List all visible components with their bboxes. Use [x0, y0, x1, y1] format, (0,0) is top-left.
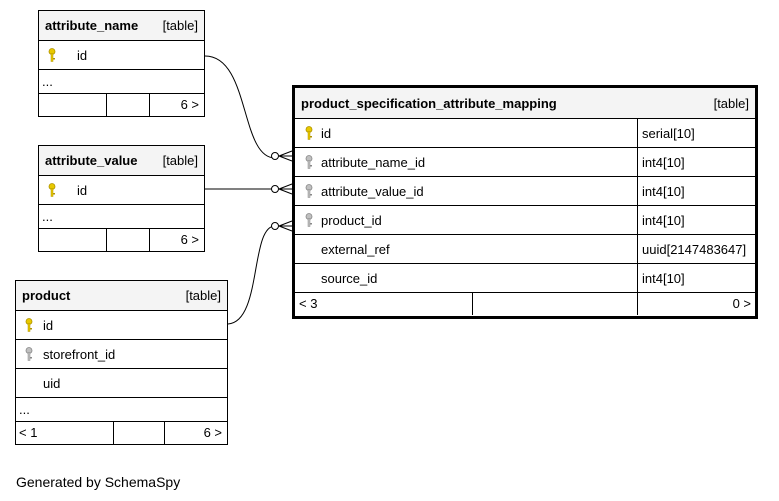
children-count[interactable]: 6 > — [180, 97, 199, 112]
primary-key-icon — [305, 126, 313, 140]
column-name: storefront_id — [43, 347, 116, 362]
table-type-tag: [table] — [162, 18, 198, 33]
column-name: product_id — [321, 213, 382, 228]
relationship-product — [227, 225, 276, 325]
column-row[interactable]: external_ref uuid[2147483647] — [295, 235, 755, 264]
column-type: int4[10] — [637, 264, 685, 292]
column-row[interactable]: id — [39, 41, 204, 70]
column-row[interactable]: source_id int4[10] — [295, 264, 755, 293]
crows-foot-attribute-name — [271, 150, 293, 162]
footer-divider — [149, 94, 150, 116]
column-name: attribute_name_id — [321, 155, 426, 170]
table-name: attribute_value — [45, 153, 138, 168]
foreign-key-icon — [305, 155, 313, 169]
relationship-attribute-name — [204, 55, 276, 159]
primary-key-icon — [48, 183, 56, 197]
children-count[interactable]: 6 > — [180, 232, 199, 247]
table-product-specification-attribute-mapping[interactable]: product_specification_attribute_mapping … — [292, 85, 758, 319]
crows-foot-attribute-value — [271, 183, 293, 195]
more-columns-ellipsis: ... — [39, 70, 204, 94]
column-type: int4[10] — [637, 206, 685, 234]
column-type: uuid[2147483647] — [637, 235, 746, 263]
table-footer: < 1 6 > — [16, 422, 227, 444]
table-header: product [table] — [16, 281, 227, 311]
parents-count[interactable]: < 3 — [299, 296, 318, 311]
column-type: serial[10] — [637, 119, 695, 147]
column-row[interactable]: id — [16, 311, 227, 340]
column-row[interactable]: product_id int4[10] — [295, 206, 755, 235]
table-attribute-value[interactable]: attribute_value [table] id ... 6 > — [38, 145, 205, 252]
table-type-tag: [table] — [162, 153, 198, 168]
footer-divider — [164, 422, 165, 444]
column-row[interactable]: id serial[10] — [295, 119, 755, 148]
column-type: int4[10] — [637, 177, 685, 205]
foreign-key-icon — [305, 184, 313, 198]
generated-by-note: Generated by SchemaSpy — [16, 474, 181, 490]
column-name: id — [77, 183, 88, 198]
column-name: uid — [43, 376, 61, 391]
footer-divider — [637, 293, 638, 315]
table-type-tag: [table] — [713, 96, 749, 111]
column-row[interactable]: uid — [16, 369, 227, 398]
column-name: source_id — [321, 271, 378, 286]
table-footer: < 3 0 > — [295, 293, 755, 315]
primary-key-icon — [48, 48, 56, 62]
column-type: int4[10] — [637, 148, 685, 176]
crows-foot-product — [271, 220, 293, 232]
table-attribute-name[interactable]: attribute_name [table] id ... 6 > — [38, 10, 205, 117]
footer-divider — [106, 229, 107, 251]
column-row[interactable]: id — [39, 176, 204, 205]
column-row[interactable]: attribute_value_id int4[10] — [295, 177, 755, 206]
more-columns-ellipsis: ... — [16, 398, 227, 422]
column-row[interactable]: storefront_id — [16, 340, 227, 369]
table-name: product — [22, 288, 71, 303]
ellipsis-text: ... — [42, 209, 53, 224]
ellipsis-text: ... — [42, 74, 53, 89]
column-name: external_ref — [321, 242, 390, 257]
footer-divider — [106, 94, 107, 116]
column-row[interactable]: attribute_name_id int4[10] — [295, 148, 755, 177]
children-count[interactable]: 6 > — [203, 425, 222, 440]
footer-divider — [149, 229, 150, 251]
footer-divider — [113, 422, 114, 444]
column-name: attribute_value_id — [321, 184, 424, 199]
ellipsis-text: ... — [19, 402, 30, 417]
footer-divider — [472, 293, 473, 315]
column-name: id — [43, 318, 54, 333]
column-name: id — [321, 126, 332, 141]
table-footer: 6 > — [39, 94, 204, 116]
table-footer: 6 > — [39, 229, 204, 251]
table-name: attribute_name — [45, 18, 139, 33]
more-columns-ellipsis: ... — [39, 205, 204, 229]
table-type-tag: [table] — [185, 288, 221, 303]
primary-key-icon — [25, 318, 33, 332]
parents-count[interactable]: < 1 — [19, 425, 38, 440]
column-name: id — [77, 48, 88, 63]
table-header: attribute_name [table] — [39, 11, 204, 41]
table-product[interactable]: product [table] id storefront_id uid ...… — [15, 280, 228, 445]
table-header: attribute_value [table] — [39, 146, 204, 176]
table-header: product_specification_attribute_mapping … — [295, 88, 755, 119]
children-count[interactable]: 0 > — [732, 296, 751, 311]
foreign-key-icon — [305, 213, 313, 227]
table-name: product_specification_attribute_mapping — [301, 96, 557, 111]
foreign-key-icon — [25, 347, 33, 361]
